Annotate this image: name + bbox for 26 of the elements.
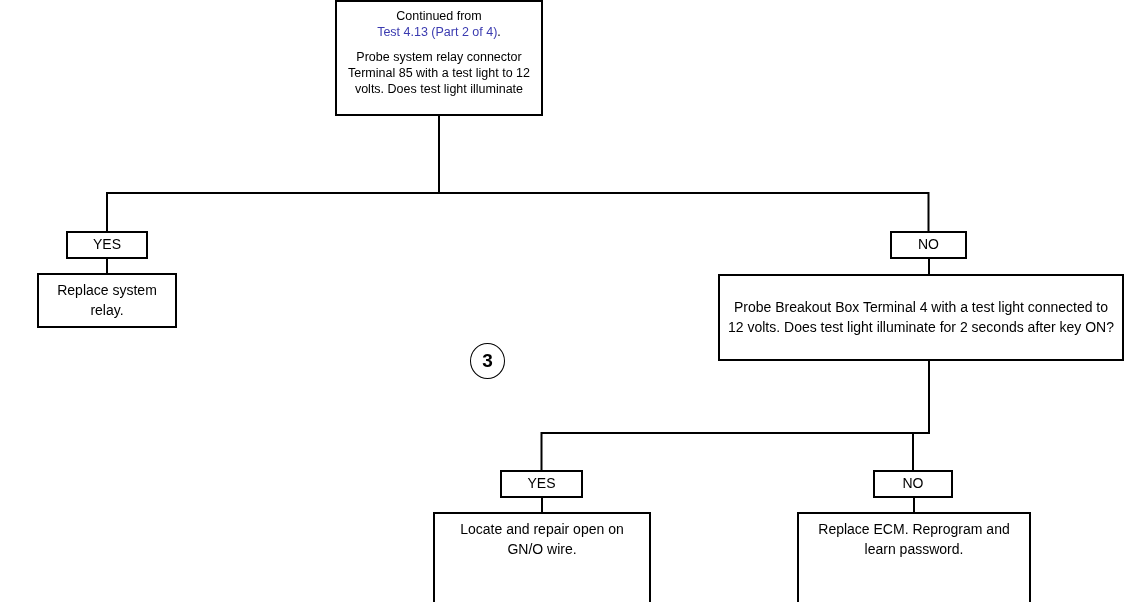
connector-line bbox=[913, 497, 915, 513]
answer-box bbox=[66, 231, 148, 259]
node-text: Probe Breakout Box Terminal 4 with a test light connected to 12 volts. Does test light illuminate for 2 seconds after key ON? bbox=[727, 297, 1115, 337]
connector-line bbox=[928, 258, 930, 275]
node-text: Replace system relay. bbox=[56, 280, 158, 320]
node-text: YES bbox=[93, 235, 121, 255]
answer-box bbox=[890, 231, 967, 259]
process-box bbox=[37, 273, 177, 328]
connector-line bbox=[541, 497, 543, 513]
process-box bbox=[433, 512, 651, 602]
connector-line bbox=[106, 258, 108, 274]
node-text: NO bbox=[918, 235, 939, 255]
node-text: Locate and repair open on GN/O wire. bbox=[459, 520, 625, 559]
reference-text: Continued from Test 4.13 (Part 2 of 4). bbox=[376, 8, 502, 41]
callout-number: 3 bbox=[482, 348, 493, 373]
process-box bbox=[797, 512, 1031, 602]
connector-line bbox=[912, 360, 930, 471]
decision-box bbox=[718, 274, 1124, 361]
process-box bbox=[335, 0, 543, 116]
node-text: YES bbox=[527, 474, 556, 494]
node-text: Probe system relay connector Terminal 85 with a test light to 12 volts. Does test light illuminate bbox=[346, 48, 531, 98]
node-text: Replace ECM. Reprogram and learn password. bbox=[817, 520, 1011, 559]
answer-box bbox=[500, 470, 583, 498]
callout-circle bbox=[470, 343, 505, 379]
node-text: NO bbox=[902, 474, 924, 494]
answer-box bbox=[873, 470, 953, 498]
